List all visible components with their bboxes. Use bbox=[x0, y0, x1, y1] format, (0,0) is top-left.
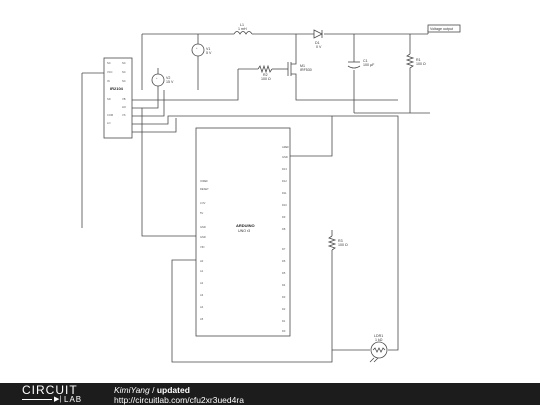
svg-text:5 V: 5 V bbox=[206, 51, 212, 55]
svg-text:+: + bbox=[156, 77, 158, 80]
circuit-schematic: L1 1 mH D1 0 V + V1 5 V + V2 15 V R2 100… bbox=[81, 23, 461, 363]
svg-text:V1: V1 bbox=[206, 47, 210, 51]
ldr-LDR1: LDR1 1 kΩ bbox=[369, 334, 388, 363]
svg-text:UNO r3: UNO r3 bbox=[238, 229, 250, 233]
mosfet-M1: M1 IRF530 bbox=[287, 62, 312, 76]
svg-text:R1: R1 bbox=[416, 58, 421, 62]
svg-text:SD: SD bbox=[107, 97, 111, 101]
logo-top-text: CIRCUIT bbox=[22, 383, 78, 397]
svg-text:A4: A4 bbox=[200, 305, 204, 309]
svg-text:V2: V2 bbox=[166, 76, 170, 80]
svg-text:D10: D10 bbox=[282, 203, 287, 207]
svg-text:NC: NC bbox=[122, 70, 126, 74]
svg-text:D8: D8 bbox=[282, 227, 286, 231]
svg-text:NC: NC bbox=[122, 61, 126, 65]
svg-text:LDR1: LDR1 bbox=[374, 334, 383, 338]
capacitor-C1: C1 100 µF bbox=[347, 59, 375, 69]
svg-text:+: + bbox=[196, 47, 198, 50]
svg-text:VIN: VIN bbox=[200, 245, 204, 249]
svg-text:AREF: AREF bbox=[282, 145, 289, 149]
svg-text:D2: D2 bbox=[282, 307, 286, 311]
svg-text:100 Ω: 100 Ω bbox=[261, 77, 271, 81]
svg-text:HO: HO bbox=[122, 105, 126, 109]
svg-text:R2: R2 bbox=[263, 73, 268, 77]
svg-text:A1: A1 bbox=[200, 269, 204, 273]
svg-text:IOREF: IOREF bbox=[200, 179, 208, 183]
wires bbox=[81, 33, 430, 363]
svg-text:D3: D3 bbox=[282, 295, 286, 299]
svg-text:100 Ω: 100 Ω bbox=[416, 62, 426, 66]
svg-text:D9: D9 bbox=[282, 215, 286, 219]
logo-wire-icon bbox=[22, 399, 52, 402]
svg-text:D13: D13 bbox=[282, 167, 287, 171]
resistor-R3: R3 100 Ω bbox=[327, 235, 348, 251]
inductor-L1: L1 1 mH bbox=[233, 23, 253, 35]
voltage-source-V1: + V1 5 V bbox=[191, 43, 212, 57]
svg-text:NC: NC bbox=[107, 61, 111, 65]
svg-text:VS: VS bbox=[122, 113, 126, 117]
resistor-R2: R2 100 Ω bbox=[257, 64, 273, 81]
svg-text:IRF530: IRF530 bbox=[300, 68, 312, 72]
svg-text:A2: A2 bbox=[200, 281, 204, 285]
svg-text:D1: D1 bbox=[315, 41, 320, 45]
resistor-R1: R1 100 Ω bbox=[405, 53, 426, 70]
svg-text:D4: D4 bbox=[282, 283, 286, 287]
svg-text:D11: D11 bbox=[282, 191, 287, 195]
arduino-uno: ARDUINO UNO r3 IOREF RESET 3.3V 5V GND G… bbox=[195, 127, 291, 337]
circuit-title: updated bbox=[156, 385, 190, 395]
svg-text:RESET: RESET bbox=[200, 187, 209, 191]
svg-text:D12: D12 bbox=[282, 179, 287, 183]
svg-text:IN: IN bbox=[107, 79, 110, 83]
svg-text:D5: D5 bbox=[282, 271, 286, 275]
svg-text:IR2104: IR2104 bbox=[110, 86, 124, 91]
svg-text:GND: GND bbox=[200, 235, 206, 239]
logo-bottom: ▶| LAB bbox=[22, 396, 96, 404]
logo-bottom-text: LAB bbox=[64, 395, 83, 404]
voltage-source-V2: + V2 15 V bbox=[151, 73, 174, 87]
svg-text:D6: D6 bbox=[282, 259, 286, 263]
driver-ic-IR2104: IR2104 NC VCC IN SD COM LO NC NC NC VB H… bbox=[103, 57, 133, 139]
svg-text:1 kΩ: 1 kΩ bbox=[375, 338, 383, 342]
circuit-url[interactable]: http://circuitlab.com/cfu2xr3ued4ra bbox=[114, 395, 244, 405]
author-link[interactable]: KimiYang bbox=[114, 385, 150, 395]
footer-bar: CIRCUIT ▶| LAB KimiYang / updated http:/… bbox=[0, 383, 540, 405]
byline-separator: / bbox=[149, 385, 157, 395]
svg-text:LO: LO bbox=[107, 121, 110, 125]
svg-text:D0: D0 bbox=[282, 329, 286, 333]
svg-text:100 Ω: 100 Ω bbox=[338, 243, 348, 247]
svg-text:VCC: VCC bbox=[107, 70, 113, 74]
svg-text:A0: A0 bbox=[200, 259, 204, 263]
svg-text:1 mH: 1 mH bbox=[238, 27, 247, 31]
svg-text:3.3V: 3.3V bbox=[200, 201, 206, 205]
svg-text:Voltage output: Voltage output bbox=[430, 27, 453, 31]
svg-text:GND: GND bbox=[282, 155, 288, 159]
svg-text:M1: M1 bbox=[300, 64, 305, 68]
svg-text:C1: C1 bbox=[363, 59, 368, 63]
svg-text:GND: GND bbox=[200, 225, 206, 229]
svg-text:A3: A3 bbox=[200, 293, 204, 297]
svg-text:0 V: 0 V bbox=[316, 45, 322, 49]
svg-text:R3: R3 bbox=[338, 239, 343, 243]
svg-text:D7: D7 bbox=[282, 247, 286, 251]
svg-text:NC: NC bbox=[122, 79, 126, 83]
diode-D1: D1 0 V bbox=[313, 29, 323, 49]
svg-text:100 µF: 100 µF bbox=[363, 63, 375, 67]
svg-text:VB: VB bbox=[122, 97, 126, 101]
logo-diode-icon: ▶| bbox=[54, 396, 62, 403]
svg-text:ARDUINO: ARDUINO bbox=[236, 223, 255, 228]
byline: KimiYang / updated bbox=[114, 385, 190, 395]
circuitlab-logo[interactable]: CIRCUIT ▶| LAB bbox=[22, 384, 96, 404]
svg-text:L1: L1 bbox=[240, 23, 244, 27]
svg-text:A5: A5 bbox=[200, 317, 204, 321]
svg-text:5V: 5V bbox=[200, 211, 203, 215]
voltage-output-label: Voltage output bbox=[427, 24, 461, 34]
svg-text:D1: D1 bbox=[282, 319, 286, 323]
svg-text:15 V: 15 V bbox=[166, 80, 174, 84]
svg-text:COM: COM bbox=[107, 113, 113, 117]
